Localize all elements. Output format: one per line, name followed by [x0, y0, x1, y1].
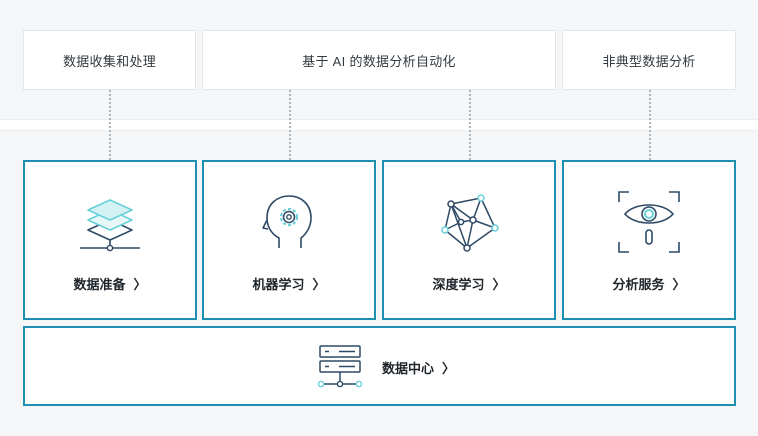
layers-stack-icon — [80, 199, 140, 252]
label-atypical-analysis-text: 非典型数据分析 — [602, 53, 696, 69]
card-deep-learning[interactable]: 深度学习〉 — [382, 160, 556, 320]
card-machine-learning-label: 机器学习〉 — [204, 274, 374, 293]
label-ai-automation-text: 基于 AI 的数据分析自动化 — [302, 53, 456, 69]
label-atypical-analysis: 非典型数据分析 — [562, 30, 736, 90]
connector-4 — [649, 90, 651, 160]
chevron-right-icon: 〉 — [492, 277, 506, 292]
neural-network-icon — [441, 194, 499, 252]
card-machine-learning[interactable]: 机器学习〉 — [202, 160, 376, 320]
head-gear-icon — [262, 195, 312, 248]
connector-2 — [289, 90, 291, 160]
card-analytics-services[interactable]: 分析服务〉 — [562, 160, 736, 320]
eye-scan-icon — [618, 191, 680, 253]
card-data-preparation[interactable]: 数据准备〉 — [23, 160, 197, 320]
card-analytics-services-label: 分析服务〉 — [564, 274, 734, 293]
card-data-preparation-label: 数据准备〉 — [25, 274, 195, 293]
label-data-collection-text: 数据收集和处理 — [62, 53, 157, 69]
connector-1 — [109, 90, 111, 160]
label-data-collection: 数据收集和处理 — [23, 30, 196, 90]
card-data-center[interactable]: 数据中心〉 — [23, 326, 736, 406]
chevron-right-icon: 〉 — [133, 277, 147, 292]
server-network-icon — [317, 345, 363, 388]
chevron-right-icon: 〉 — [312, 277, 326, 292]
chevron-right-icon: 〉 — [672, 277, 686, 292]
connector-3 — [469, 90, 471, 160]
card-data-center-label: 数据中心〉 — [382, 358, 455, 377]
chevron-right-icon: 〉 — [442, 361, 456, 376]
label-ai-automation: 基于 AI 的数据分析自动化 — [202, 30, 556, 90]
card-deep-learning-label: 深度学习〉 — [384, 274, 554, 293]
